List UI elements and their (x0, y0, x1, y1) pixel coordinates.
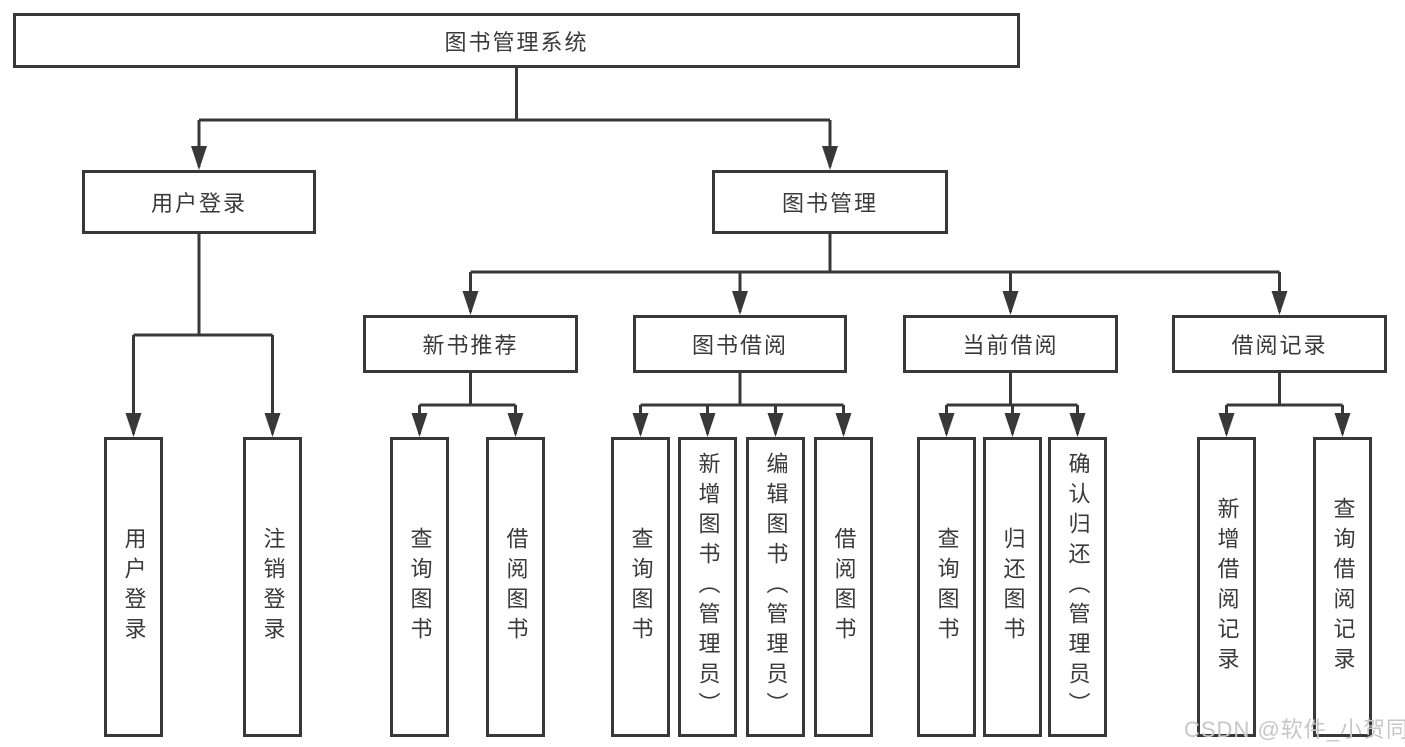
leaf-confirm-return: 确认归还（管理员） (1048, 437, 1107, 737)
node-book-borrow-label: 图书借阅 (691, 333, 788, 358)
leaf-borrow-book-label: 借阅图书 (831, 527, 857, 647)
node-user-login-label: 用户登录 (150, 191, 247, 216)
leaf-confirm-return-label: 确认归还（管理员） (1065, 452, 1091, 722)
leaf-return-book-label: 归还图书 (1000, 527, 1026, 647)
connector-new-book-recommend (418, 373, 517, 434)
connector-book-management (469, 234, 1281, 312)
leaf-current-query-label: 查询图书 (934, 527, 960, 647)
connector-book-borrow (639, 373, 845, 434)
leaf-borrow-edit-book: 编辑图书（管理员） (746, 437, 805, 737)
node-borrow-records: 借阅记录 (1172, 315, 1387, 373)
leaf-newbook-query-label: 查询图书 (407, 527, 433, 647)
csdn-watermark: CSDN @软件_小贺同学 (1184, 717, 1405, 742)
arrowhead (411, 413, 428, 437)
connector-user-login (132, 234, 274, 434)
leaf-borrow-add-book: 新增图书（管理员） (678, 437, 737, 737)
node-book-borrow: 图书借阅 (633, 315, 847, 373)
node-book-management: 图书管理 (712, 170, 948, 234)
leaf-borrow-edit-book-label: 编辑图书（管理员） (763, 452, 789, 722)
node-new-book-recommend: 新书推荐 (363, 315, 578, 373)
leaf-borrow-book: 借阅图书 (814, 437, 873, 737)
leaf-add-record-label: 新增借阅记录 (1214, 497, 1240, 677)
arrowhead (1218, 413, 1235, 437)
arrowhead (1004, 413, 1021, 437)
arrowhead (125, 413, 142, 437)
arrowhead (1334, 413, 1351, 437)
arrowhead (264, 413, 281, 437)
leaf-user-login-label: 用户登录 (121, 527, 147, 647)
arrowhead (835, 413, 852, 437)
leaf-add-record: 新增借阅记录 (1197, 437, 1256, 737)
arrowhead (507, 413, 524, 437)
arrowheads (125, 146, 1351, 437)
leaf-newbook-query: 查询图书 (390, 437, 449, 737)
leaf-newbook-borrow-label: 借阅图书 (503, 527, 529, 647)
leaf-user-login: 用户登录 (104, 437, 163, 737)
arrowhead (938, 413, 955, 437)
arrowhead (822, 146, 838, 170)
leaf-query-record-label: 查询借阅记录 (1330, 497, 1356, 677)
node-new-book-recommend-label: 新书推荐 (422, 333, 519, 358)
leaf-newbook-borrow: 借阅图书 (486, 437, 545, 737)
node-current-borrow-label: 当前借阅 (962, 333, 1059, 358)
arrowhead (699, 413, 716, 437)
node-root: 图书管理系统 (13, 13, 1020, 68)
leaf-logout-label: 注销登录 (260, 527, 286, 647)
node-current-borrow: 当前借阅 (903, 315, 1118, 373)
leaf-current-query: 查询图书 (917, 437, 976, 737)
connector-borrow-records (1225, 373, 1344, 434)
arrowhead (191, 146, 207, 170)
arrowhead (732, 291, 748, 315)
arrowhead (632, 413, 649, 437)
leaf-borrow-query: 查询图书 (611, 437, 670, 737)
node-borrow-records-label: 借阅记录 (1231, 333, 1328, 358)
leaf-borrow-query-label: 查询图书 (628, 527, 654, 647)
arrowhead (767, 413, 784, 437)
leaf-borrow-add-book-label: 新增图书（管理员） (695, 452, 721, 722)
leaf-return-book: 归还图书 (983, 437, 1042, 737)
arrowhead (1271, 291, 1288, 315)
node-root-label: 图书管理系统 (444, 29, 589, 55)
node-book-management-label: 图书管理 (781, 191, 878, 216)
connector-root (197, 68, 832, 167)
arrowhead (1002, 291, 1019, 315)
arrowhead (1069, 413, 1086, 437)
arrowhead (462, 291, 479, 315)
leaf-query-record: 查询借阅记录 (1313, 437, 1372, 737)
node-user-login: 用户登录 (82, 170, 316, 234)
leaf-logout: 注销登录 (243, 437, 302, 737)
